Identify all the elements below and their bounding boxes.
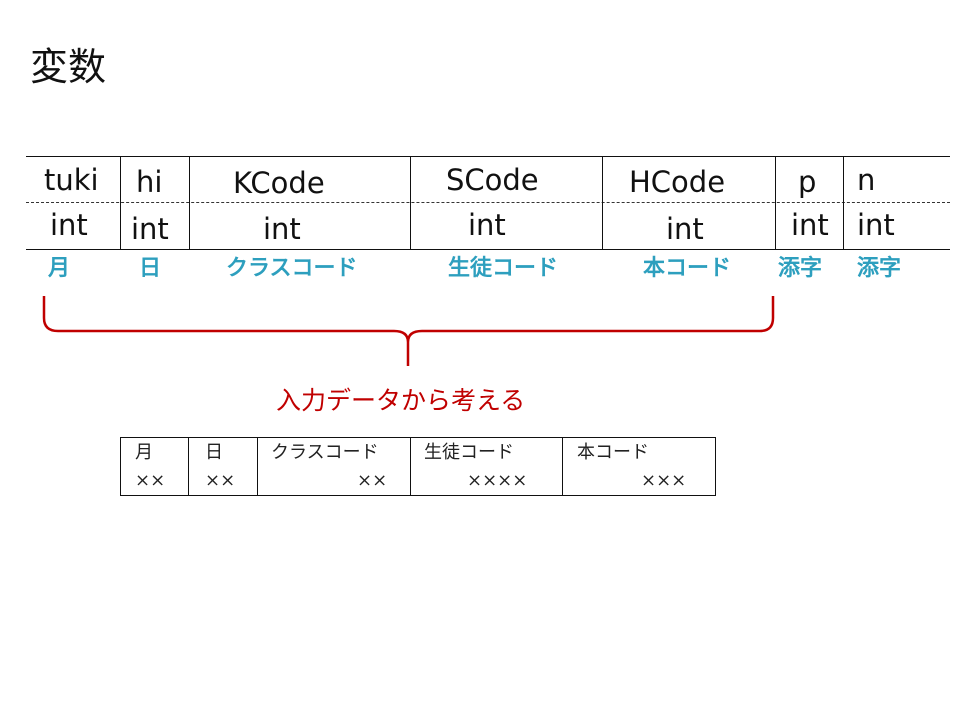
var-name-hi: hi — [136, 165, 163, 199]
var-meaning-book-code: 本コード — [643, 256, 732, 281]
var-type: int — [50, 208, 88, 242]
var-type: int — [666, 212, 704, 246]
input-value-book-code: ××× — [641, 470, 687, 491]
var-type: int — [131, 212, 169, 246]
var-meaning-index: 添字 — [778, 256, 823, 281]
var-type: int — [263, 212, 301, 246]
input-value-class-code: ×× — [357, 470, 388, 491]
column-divider — [410, 157, 411, 249]
input-value-student-code: ×××× — [467, 470, 528, 491]
input-header-month: 月 — [135, 442, 153, 463]
slide-title: 変数 — [30, 45, 107, 89]
var-name-tuki: tuki — [44, 163, 99, 197]
var-type: int — [857, 208, 895, 242]
column-divider — [120, 157, 121, 249]
column-divider — [562, 438, 563, 495]
var-meaning-day: 日 — [139, 256, 162, 281]
column-divider — [410, 438, 411, 495]
var-name-p: p — [798, 165, 817, 199]
input-header-day: 日 — [205, 442, 223, 463]
var-meaning-class-code: クラスコード — [226, 256, 358, 281]
column-divider — [257, 438, 258, 495]
variable-table: tuki hi KCode SCode HCode p n int int in… — [26, 156, 950, 250]
input-header-book-code: 本コード — [577, 442, 649, 463]
var-name-scode: SCode — [446, 163, 539, 197]
row-divider — [26, 202, 950, 203]
input-data-table: 月 日 クラスコード 生徒コード 本コード ×× ×× ×× ×××× ××× — [120, 437, 716, 496]
var-name-kcode: KCode — [233, 166, 325, 200]
column-divider — [602, 157, 603, 249]
var-meaning-student-code: 生徒コード — [448, 256, 559, 281]
column-divider — [189, 157, 190, 249]
input-header-student-code: 生徒コード — [424, 442, 514, 463]
input-value-day: ×× — [205, 470, 236, 491]
var-meaning-month: 月 — [48, 256, 71, 281]
var-name-hcode: HCode — [629, 165, 726, 199]
column-divider — [843, 157, 844, 249]
column-divider — [188, 438, 189, 495]
var-type: int — [468, 208, 506, 242]
input-header-class-code: クラスコード — [271, 442, 379, 463]
var-name-n: n — [857, 163, 876, 197]
caption-from-input-data: 入力データから考える — [276, 386, 526, 415]
var-meaning-index: 添字 — [857, 256, 902, 281]
var-type: int — [791, 208, 829, 242]
input-value-month: ×× — [135, 470, 166, 491]
column-divider — [775, 157, 776, 249]
